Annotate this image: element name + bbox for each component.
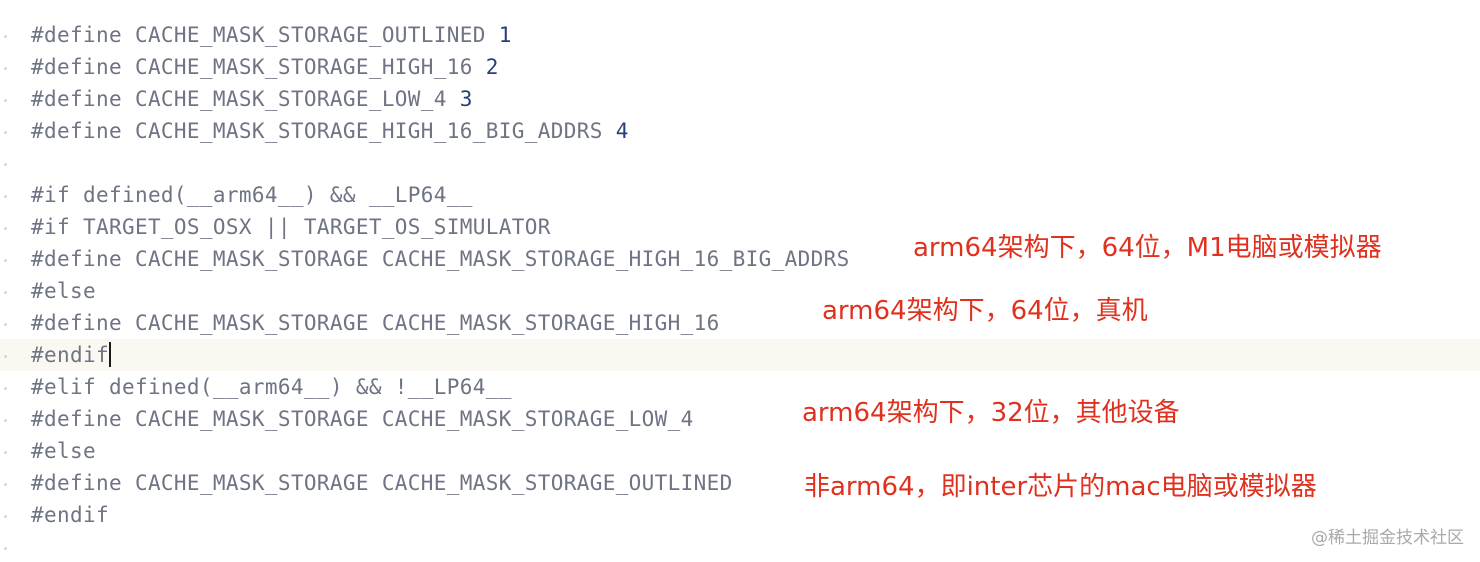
gutter-marker bbox=[4, 323, 7, 326]
code-text: #define CACHE_MASK_STORAGE CACHE_MASK_ST… bbox=[31, 471, 733, 495]
gutter-marker bbox=[4, 35, 7, 38]
code-line[interactable]: #define CACHE_MASK_STORAGE_OUTLINED 1 bbox=[31, 19, 512, 51]
code-line[interactable]: #else bbox=[31, 435, 96, 467]
annotation-32bit-devices: arm64架构下，32位，其他设备 bbox=[802, 398, 1180, 428]
code-text: #else bbox=[31, 439, 96, 463]
gutter-marker bbox=[4, 515, 7, 518]
gutter-marker bbox=[4, 483, 7, 486]
code-line[interactable]: #if defined(__arm64__) && __LP64__ bbox=[31, 179, 473, 211]
annotation-real-device: arm64架构下，64位，真机 bbox=[822, 296, 1148, 326]
code-text: #endif bbox=[31, 503, 109, 527]
annotation-intel-mac: 非arm64，即inter芯片的mac电脑或模拟器 bbox=[804, 472, 1317, 502]
code-text: #define CACHE_MASK_STORAGE_OUTLINED bbox=[31, 23, 499, 47]
code-line[interactable]: #define CACHE_MASK_STORAGE_HIGH_16 2 bbox=[31, 51, 499, 83]
code-text: #define CACHE_MASK_STORAGE CACHE_MASK_ST… bbox=[31, 407, 694, 431]
code-line[interactable]: #define CACHE_MASK_STORAGE_LOW_4 3 bbox=[31, 83, 473, 115]
code-line[interactable]: #define CACHE_MASK_STORAGE CACHE_MASK_ST… bbox=[31, 243, 850, 275]
gutter-marker bbox=[4, 195, 7, 198]
gutter-marker bbox=[4, 163, 7, 166]
code-text: #define CACHE_MASK_STORAGE_LOW_4 bbox=[31, 87, 460, 111]
code-line-current[interactable]: #endif bbox=[31, 339, 111, 371]
code-text: #define CACHE_MASK_STORAGE_HIGH_16 bbox=[31, 55, 486, 79]
text-caret bbox=[108, 342, 111, 367]
number-literal: 3 bbox=[459, 87, 473, 111]
code-text: #define CACHE_MASK_STORAGE_HIGH_16_BIG_A… bbox=[31, 119, 616, 143]
gutter-marker bbox=[4, 547, 7, 550]
gutter-marker bbox=[4, 131, 7, 134]
code-text: #endif bbox=[31, 343, 109, 367]
code-line[interactable]: #elif defined(__arm64__) && !__LP64__ bbox=[31, 371, 512, 403]
code-line[interactable]: #endif bbox=[31, 499, 109, 531]
code-line[interactable]: #define CACHE_MASK_STORAGE CACHE_MASK_ST… bbox=[31, 467, 733, 499]
code-line[interactable]: #define CACHE_MASK_STORAGE CACHE_MASK_ST… bbox=[31, 307, 720, 339]
gutter-marker bbox=[4, 387, 7, 390]
code-text: #elif defined(__arm64__) && !__LP64__ bbox=[31, 375, 512, 399]
code-text: #if defined(__arm64__) && __LP64__ bbox=[31, 183, 473, 207]
code-line[interactable]: #define CACHE_MASK_STORAGE CACHE_MASK_ST… bbox=[31, 403, 694, 435]
watermark: @稀土掘金技术社区 bbox=[1311, 528, 1464, 548]
number-literal: 4 bbox=[615, 119, 629, 143]
code-text: #define CACHE_MASK_STORAGE CACHE_MASK_ST… bbox=[31, 247, 850, 271]
gutter-marker bbox=[4, 419, 7, 422]
code-line[interactable]: #else bbox=[31, 275, 96, 307]
gutter-marker bbox=[4, 259, 7, 262]
code-text: #else bbox=[31, 279, 96, 303]
current-line-highlight bbox=[0, 339, 1480, 371]
gutter-marker bbox=[4, 227, 7, 230]
number-literal: 2 bbox=[485, 55, 499, 79]
gutter-marker bbox=[4, 291, 7, 294]
gutter-marker bbox=[4, 99, 7, 102]
code-text: #define CACHE_MASK_STORAGE CACHE_MASK_ST… bbox=[31, 311, 720, 335]
gutter-marker bbox=[4, 451, 7, 454]
gutter-marker bbox=[4, 355, 7, 358]
code-line[interactable]: #if TARGET_OS_OSX || TARGET_OS_SIMULATOR bbox=[31, 211, 551, 243]
number-literal: 1 bbox=[498, 23, 512, 47]
code-text: #if TARGET_OS_OSX || TARGET_OS_SIMULATOR bbox=[31, 215, 551, 239]
code-line[interactable]: #define CACHE_MASK_STORAGE_HIGH_16_BIG_A… bbox=[31, 115, 629, 147]
annotation-m1-or-simulator: arm64架构下，64位，M1电脑或模拟器 bbox=[913, 233, 1382, 263]
gutter-marker bbox=[4, 67, 7, 70]
